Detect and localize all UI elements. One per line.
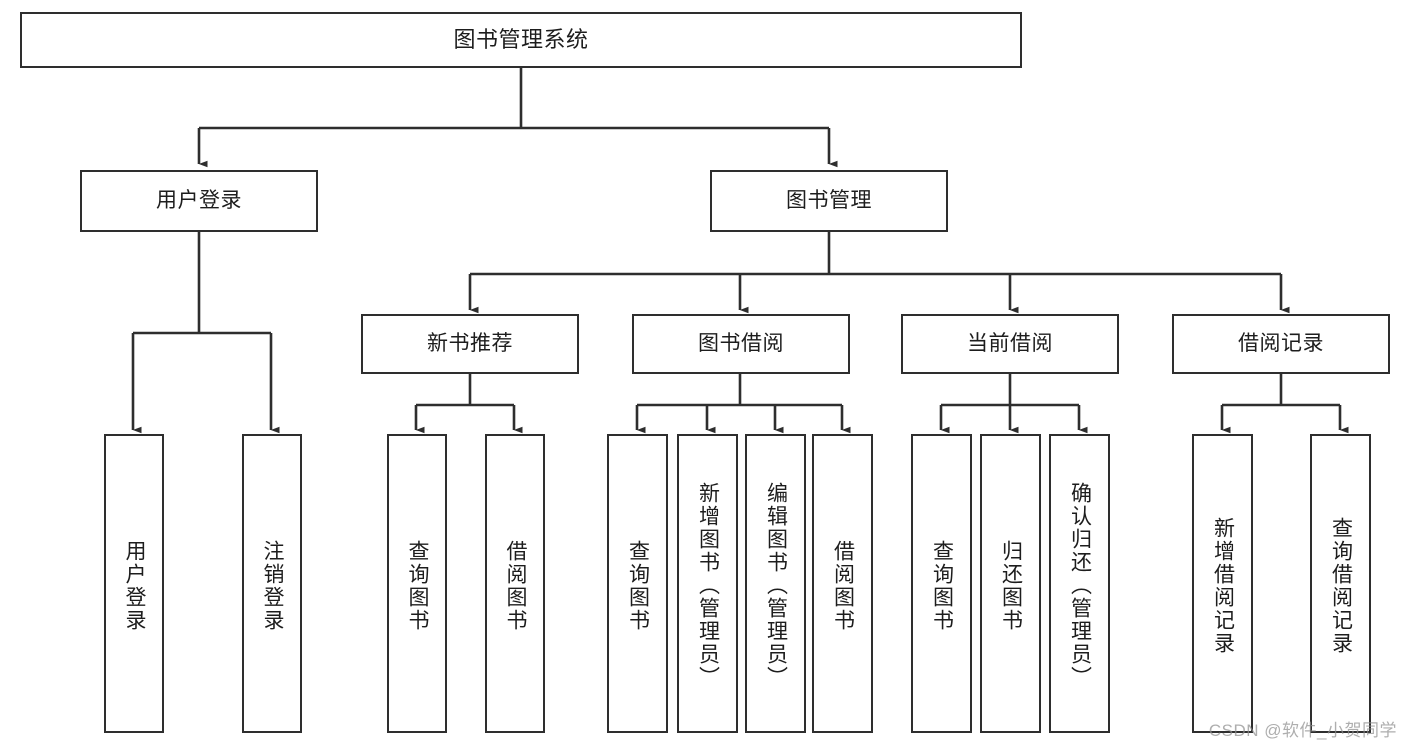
leaf-user-login-logout[interactable]: 注销登录 bbox=[242, 434, 302, 733]
node-label: 新书推荐 bbox=[427, 332, 513, 356]
node-label: 当前借阅 bbox=[967, 332, 1053, 356]
leaf-label: 借阅图书 bbox=[831, 539, 855, 632]
node-new-book-recommend[interactable]: 新书推荐 bbox=[361, 314, 579, 374]
node-borrow-records[interactable]: 借阅记录 bbox=[1172, 314, 1390, 374]
leaf-label: 注销登录 bbox=[261, 539, 285, 632]
leaf-label: 查询图书 bbox=[626, 539, 650, 632]
leaf-records-query[interactable]: 查询借阅记录 bbox=[1310, 434, 1371, 733]
leaf-new-books-query[interactable]: 查询图书 bbox=[387, 434, 447, 733]
node-label: 图书管理 bbox=[786, 189, 872, 213]
node-book-management[interactable]: 图书管理 bbox=[710, 170, 948, 232]
node-book-borrow[interactable]: 图书借阅 bbox=[632, 314, 850, 374]
leaf-label: 确认归还（管理员） bbox=[1068, 482, 1092, 689]
leaf-label: 用户登录 bbox=[123, 539, 147, 632]
leaf-label: 查询图书 bbox=[930, 539, 954, 632]
csdn-watermark: CSDN @软件_小贺同学 bbox=[1208, 721, 1397, 740]
leaf-new-books-borrow[interactable]: 借阅图书 bbox=[485, 434, 545, 733]
node-label: 图书管理系统 bbox=[453, 26, 589, 52]
node-label: 图书借阅 bbox=[698, 332, 784, 356]
leaf-user-login-login[interactable]: 用户登录 bbox=[104, 434, 164, 733]
node-user-login[interactable]: 用户登录 bbox=[80, 170, 318, 232]
leaf-label: 新增借阅记录 bbox=[1211, 516, 1235, 655]
leaf-borrow-add-book[interactable]: 新增图书（管理员） bbox=[677, 434, 738, 733]
leaf-current-return[interactable]: 归还图书 bbox=[980, 434, 1041, 733]
leaf-current-query[interactable]: 查询图书 bbox=[911, 434, 972, 733]
node-current-borrow[interactable]: 当前借阅 bbox=[901, 314, 1119, 374]
leaf-label: 查询借阅记录 bbox=[1329, 516, 1353, 655]
node-root-system[interactable]: 图书管理系统 bbox=[20, 12, 1022, 68]
leaf-label: 归还图书 bbox=[999, 539, 1023, 632]
leaf-borrow-query[interactable]: 查询图书 bbox=[607, 434, 668, 733]
leaf-records-add[interactable]: 新增借阅记录 bbox=[1192, 434, 1253, 733]
leaf-borrow-borrow-book[interactable]: 借阅图书 bbox=[812, 434, 873, 733]
leaf-label: 编辑图书（管理员） bbox=[764, 482, 788, 689]
leaf-label: 借阅图书 bbox=[504, 539, 528, 632]
node-label: 借阅记录 bbox=[1238, 332, 1324, 356]
node-label: 用户登录 bbox=[156, 189, 242, 213]
leaf-label: 查询图书 bbox=[406, 539, 430, 632]
leaf-label: 新增图书（管理员） bbox=[696, 482, 720, 689]
leaf-current-confirm-return[interactable]: 确认归还（管理员） bbox=[1049, 434, 1110, 733]
leaf-borrow-edit-book[interactable]: 编辑图书（管理员） bbox=[745, 434, 806, 733]
